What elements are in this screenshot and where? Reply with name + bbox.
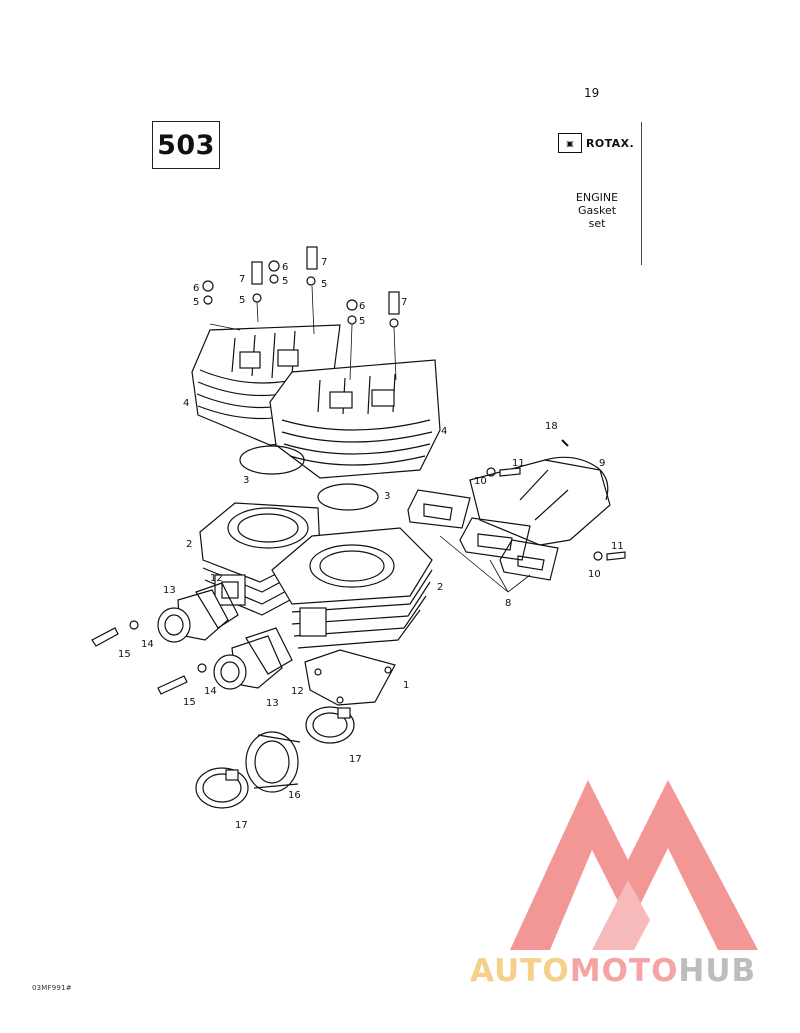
callout-9: 9 (599, 458, 605, 469)
rotax-logo-icon: ▣ (558, 133, 582, 153)
title-line-2: Gasket (577, 204, 617, 217)
exhaust-manifold (469, 456, 611, 546)
clamp-lower (195, 767, 249, 809)
callout-5a: 5 (193, 297, 199, 308)
callout-4a: 4 (183, 398, 189, 409)
callout-5d: 5 (321, 279, 327, 290)
model-number-box: 503 (152, 121, 220, 169)
callout-6c: 6 (359, 301, 365, 312)
intake-socket-lower (213, 635, 283, 690)
callout-5b: 5 (239, 295, 245, 306)
exhaust-fasteners (486, 439, 626, 561)
watermark-logo-icon (510, 780, 758, 950)
callout-14a: 14 (141, 639, 154, 650)
callout-16: 16 (288, 790, 301, 801)
callout-5c: 5 (282, 276, 288, 287)
cylinder-head-right (269, 359, 441, 479)
callout-2b: 2 (437, 582, 443, 593)
callout-11a: 11 (512, 458, 525, 469)
callout-18: 18 (545, 421, 558, 432)
watermark-moto: MOTO (569, 953, 679, 989)
intake-gasket-lower (245, 627, 293, 675)
callout-10a: 10 (474, 476, 487, 487)
intake-gasket-upper (195, 582, 239, 629)
callout-12a: 12 (210, 573, 223, 584)
brand-logo: ▣ ROTAX. (558, 133, 634, 153)
title-line-3: set (588, 217, 606, 230)
head-fasteners (202, 246, 400, 381)
exhaust-gaskets (407, 489, 559, 581)
callout-5e: 5 (359, 316, 365, 327)
callout-15b: 15 (183, 697, 196, 708)
page-number: 19 (584, 86, 600, 100)
watermark-hub: HUB (678, 953, 757, 989)
callout-4b: 4 (441, 426, 447, 437)
callout-1: 1 (403, 680, 409, 691)
callout-17b: 17 (235, 820, 248, 831)
callout-13b: 13 (266, 698, 279, 709)
watermark-auto: AUTO (470, 953, 570, 989)
intake-bolts (91, 620, 207, 695)
drawing-code: 03MF991# (32, 984, 72, 992)
callout-10b: 10 (588, 569, 601, 580)
callout-15a: 15 (118, 649, 131, 660)
callout-7a: 7 (239, 274, 245, 285)
title-line-1: ENGINE (575, 191, 619, 204)
callout-3b: 3 (384, 491, 390, 502)
base-gasket (304, 649, 396, 706)
callout-13a: 13 (163, 585, 176, 596)
callout-11b: 11 (611, 541, 624, 552)
head-gasket-left (239, 445, 305, 475)
head-gasket-right (317, 483, 379, 511)
callout-7b: 7 (321, 257, 327, 268)
section-title: ENGINE Gasket set (562, 191, 632, 230)
callout-17a: 17 (349, 754, 362, 765)
callout-12b: 12 (291, 686, 304, 697)
rubber-sleeve (245, 731, 301, 793)
callout-2a: 2 (186, 539, 192, 550)
callout-7c: 7 (401, 297, 407, 308)
callout-14b: 14 (204, 686, 217, 697)
callout-6a: 6 (193, 283, 199, 294)
callout-8: 8 (505, 598, 511, 609)
intake-socket-upper (157, 589, 229, 643)
callout-3a: 3 (243, 475, 249, 486)
cylinder-right (271, 527, 433, 649)
brand-name: ROTAX. (586, 136, 635, 150)
callout-6b: 6 (282, 262, 288, 273)
clamp-upper (305, 706, 355, 744)
watermark-text: AUTOMOTOHUB (470, 953, 756, 989)
title-divider (641, 122, 642, 265)
